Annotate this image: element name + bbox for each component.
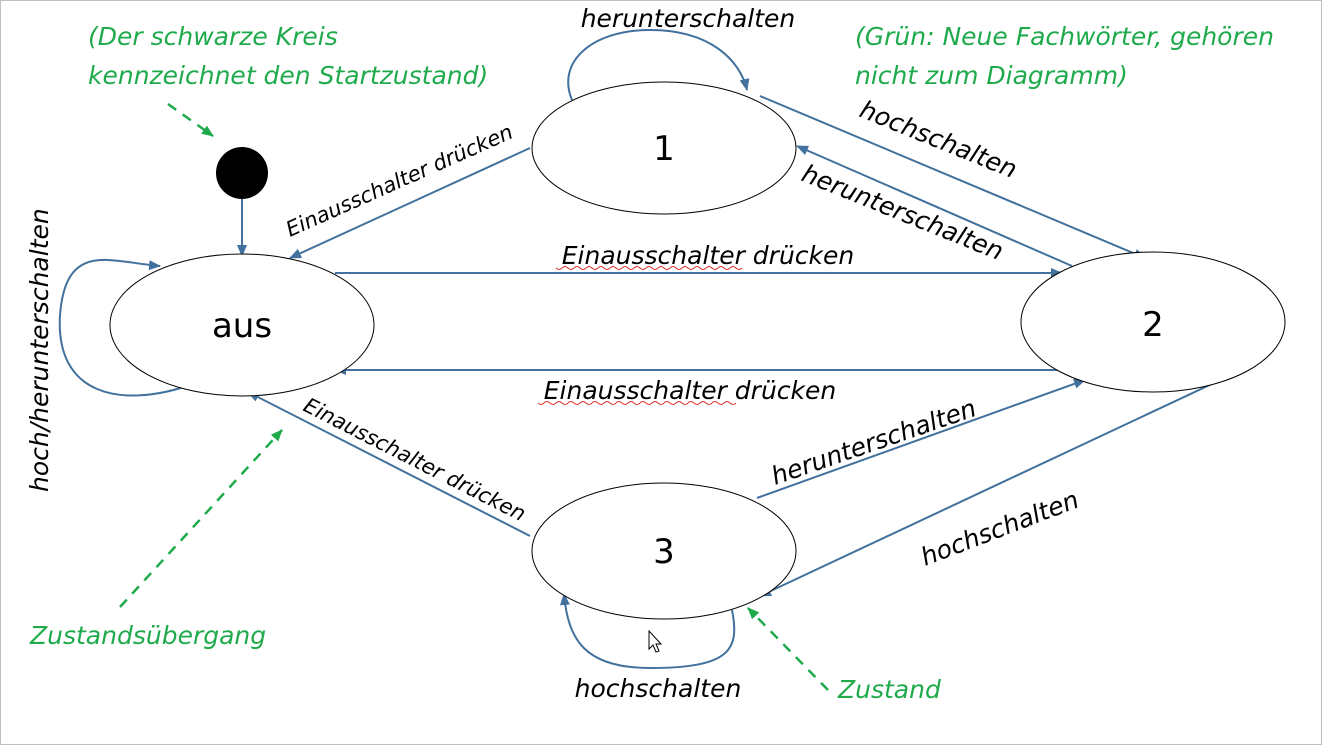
label-s3-to-aus: Einausschalter drücken [300, 393, 530, 526]
note-start-line2: kennzeichnet den Startzustand) [88, 61, 488, 90]
state-aus-label: aus [212, 306, 272, 346]
edge-s3-self [559, 593, 736, 670]
label-s2-to-aus: Einausschalter drücken [544, 376, 837, 405]
spellcheck-underline-1 [555, 266, 743, 270]
note-green-line1: (Grün: Neue Fachwörter, gehören [855, 22, 1274, 51]
state-1-label: 1 [653, 129, 675, 169]
note-transition: Zustandsübergang [29, 621, 266, 650]
label-s1-self: herunterschalten [581, 4, 796, 33]
note-green-line2: nicht zum Diagramm) [855, 61, 1128, 90]
edge-s1-self [567, 28, 750, 101]
edge-s2-to-s3 [759, 366, 1249, 597]
edge-s1-to-s2 [759, 95, 1146, 259]
label-aus-self: hoch/herunterschalten [25, 208, 54, 492]
edge-s1-to-aus [289, 147, 531, 259]
note-state: Zustand [837, 675, 941, 704]
callout-state-arrow [747, 607, 829, 691]
label-s2-to-s3: hochschalten [917, 485, 1083, 572]
state-3-label: 3 [653, 532, 675, 572]
spellcheck-underline-2 [537, 401, 737, 405]
state-2-label: 2 [1142, 305, 1164, 345]
edge-s3-to-s2 [756, 379, 1086, 499]
label-s1-to-aus: Einausschalter drücken [282, 120, 516, 242]
edge-s2-to-s1 [796, 145, 1073, 267]
note-start-line1: (Der schwarze Kreis [88, 22, 338, 51]
mouse-cursor-icon [648, 629, 663, 653]
callout-start-arrow [167, 102, 214, 138]
state-2: 2 [1020, 251, 1286, 393]
state-aus: aus [109, 253, 375, 397]
label-s3-to-s2: herunterschalten [768, 393, 980, 490]
edge-aus-self [58, 258, 188, 397]
state-1: 1 [531, 81, 797, 215]
label-aus-to-s2: Einausschalter drücken [562, 241, 855, 270]
label-s3-self: hochschalten [575, 674, 742, 703]
callout-transition-arrow [119, 429, 283, 608]
state-3: 3 [531, 482, 797, 620]
edge-s3-to-aus [247, 391, 531, 537]
start-marker [216, 147, 268, 199]
